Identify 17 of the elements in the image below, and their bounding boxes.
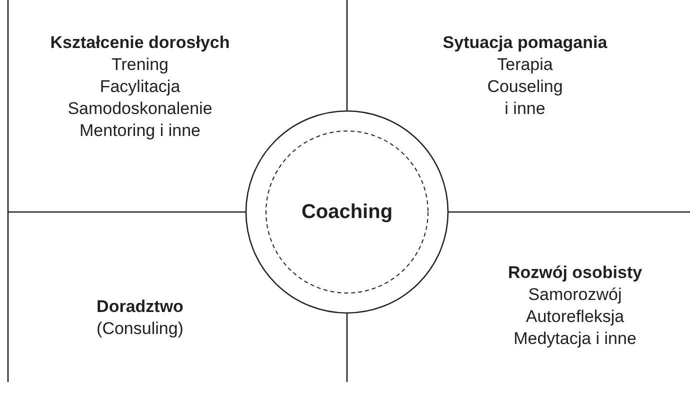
heading: Kształcenie dorosłych	[50, 32, 230, 54]
item-text: i inne	[504, 98, 546, 120]
heading: Sytuacja pomagania	[442, 32, 608, 54]
item-text: Mentoring i inne	[80, 120, 200, 142]
item-text: Trening	[111, 54, 168, 76]
item-text: (Consuling)	[96, 318, 184, 340]
item-text: Samodoskonalenie	[68, 98, 212, 120]
item-text: Terapia	[497, 54, 553, 76]
item-text: Autorefleksja	[526, 306, 624, 328]
item-text: Facylitacja	[100, 76, 180, 98]
item-text: Samorozwój	[528, 284, 622, 306]
circle	[245, 110, 449, 314]
heading: Doradztwo	[96, 296, 184, 318]
circle-label: Coaching	[301, 200, 393, 225]
heading: Rozwój osobisty	[508, 262, 642, 284]
item-text: Couseling	[487, 76, 563, 98]
item-text: Medytacja i inne	[514, 328, 636, 350]
